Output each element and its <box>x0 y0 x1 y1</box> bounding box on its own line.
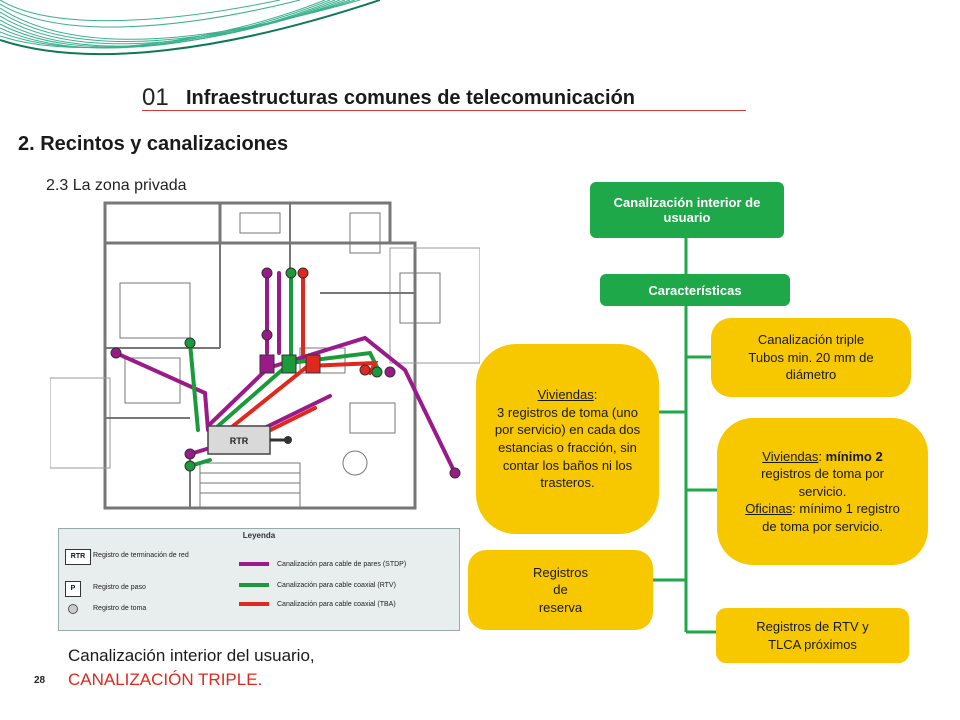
decorative-swirl <box>0 0 380 56</box>
characteristics-label: Características <box>648 282 742 298</box>
reserva-line-1: Registros <box>533 564 588 580</box>
reserva-line-2: de <box>553 582 568 598</box>
viviendas-body: 3 registros de toma (uno por servicio) e… <box>494 404 641 491</box>
registros-minimos-node: Viviendas: mínimo 2 registros de toma po… <box>717 418 928 565</box>
oficinas-label: Oficinas <box>745 501 793 517</box>
viviendas-rest: registros de toma por servicio. <box>761 466 884 499</box>
caption-line-1: Canalización interior del usuario, <box>68 646 315 665</box>
legend-rtr-text: Registro de terminación de red <box>93 552 189 559</box>
viviendas-title: Viviendas <box>537 387 594 403</box>
canalizacion-triple-line-2: Tubos min. 20 mm de diámetro <box>748 349 874 383</box>
rtv-tlca-node: Registros de RTV y TLCA próximos <box>716 608 909 663</box>
title-underline <box>142 110 746 111</box>
legend-stdp-text: Canalización para cable de pares (STDP) <box>277 561 407 568</box>
canalizacion-triple-node: Canalización triple Tubos min. 20 mm de … <box>711 318 911 397</box>
legend-tba-line <box>239 602 269 606</box>
viviendas-label: Viviendas <box>762 448 819 464</box>
viviendas-node: Viviendas: 3 registros de toma (uno por … <box>476 344 659 534</box>
legend-stdp-line <box>239 562 269 566</box>
reserva-line-3: reserva <box>538 599 583 615</box>
subsection-title: 2.3 La zona privada <box>46 177 187 194</box>
legend-toma-symbol <box>68 604 78 614</box>
legend-tba-text: Canalización para cable coaxial (TBA) <box>277 601 396 608</box>
root-node: Canalización interior de usuario <box>590 182 784 238</box>
rtv-tlca-line-2: TLCA próximos <box>768 636 857 652</box>
chapter-title: Infraestructuras comunes de telecomunica… <box>186 87 636 109</box>
oficinas-rest: mínimo 1 registro de toma por servicio. <box>762 501 900 534</box>
legend-title: Leyenda <box>242 531 276 540</box>
section-title: 2. Recintos y canalizaciones <box>18 133 289 155</box>
viviendas-bold: mínimo 2 <box>825 448 883 464</box>
legend-toma-text: Registro de toma <box>93 605 147 612</box>
viviendas-colon: : <box>593 387 598 403</box>
legend-p-text: Registro de paso <box>93 584 146 591</box>
root-node-label: Canalización interior de usuario <box>613 195 761 225</box>
chapter-number: 01 <box>142 84 169 111</box>
legend-rtv-text: Canalización para cable coaxial (RTV) <box>277 582 396 589</box>
reserva-node: Registros de reserva <box>468 550 653 630</box>
page-number: 28 <box>34 675 46 686</box>
floor-plan-image: RTR <box>50 201 480 510</box>
canalizacion-triple-line-1: Canalización triple <box>757 332 865 348</box>
rtv-tlca-line-1: Registros de RTV y <box>756 618 869 634</box>
caption-line-2: CANALIZACIÓN TRIPLE. <box>68 670 263 689</box>
legend-rtv-line <box>239 583 269 587</box>
legend-p-symbol: P <box>65 581 81 597</box>
legend-box: Leyenda RTR Registro de terminación de r… <box>58 528 460 631</box>
characteristics-node: Características <box>600 274 790 306</box>
rtr-label: RTR <box>230 436 249 446</box>
legend-rtr-symbol: RTR <box>65 549 91 565</box>
